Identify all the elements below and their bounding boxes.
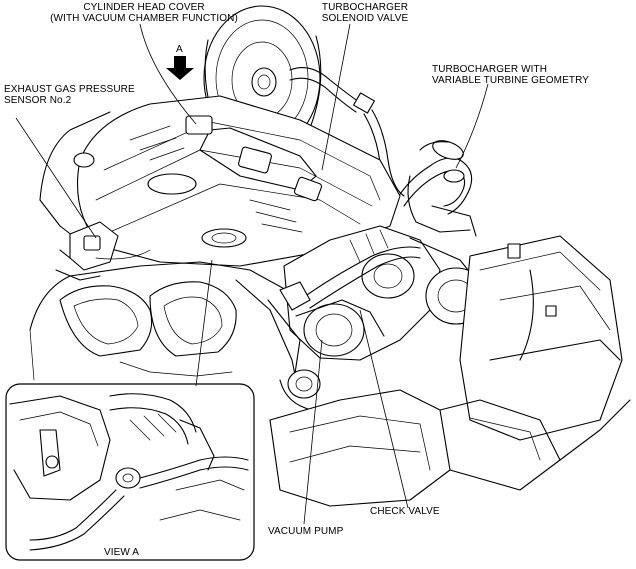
label-exhaust-sensor: EXHAUST GAS PRESSURE SENSOR No.2 [4,84,135,106]
leader-lines [15,23,489,525]
label-vacuum-pump: VACUUM PUMP [268,526,344,537]
label-cylinder-head-cover: CYLINDER HEAD COVER (WITH VACUUM CHAMBER… [50,2,238,24]
air-cleaner [459,235,623,441]
view-arrow [166,56,194,80]
inset-connector [195,259,213,387]
label-turbo-solenoid: TURBOCHARGER SOLENOID VALVE [321,2,409,24]
cylinder-head-cover [39,95,401,267]
solenoid-hose [289,67,405,201]
front-housing [269,389,631,507]
label-view-arrow: A [176,44,183,55]
engine-block [29,261,297,381]
label-check-valve: CHECK VALVE [370,506,440,517]
label-view-a: VIEW A [104,547,140,558]
view-a-inset [5,383,255,561]
vgt-hose [395,140,477,237]
exhaust-pressure-sensor [55,221,151,281]
label-vgt-turbo: TURBOCHARGER WITH VARIABLE TURBINE GEOME… [432,64,589,86]
